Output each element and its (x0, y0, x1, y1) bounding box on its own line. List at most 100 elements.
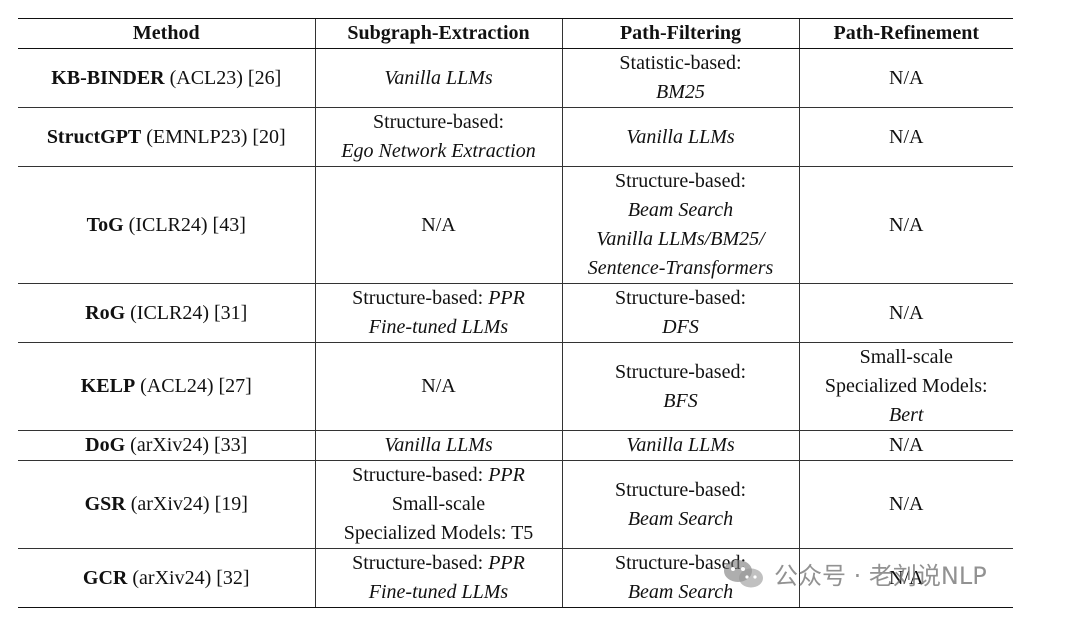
cell-path-refinement: N/A (798, 460, 1013, 549)
header-path-filtering: Path-Filtering (561, 18, 799, 49)
cell-subgraph-extraction: Vanilla LLMs (314, 430, 562, 461)
method-venue-ref: (ACL23) [26] (164, 66, 282, 89)
cell-line: Fine-tuned LLMs (320, 578, 558, 607)
cell-line: Vanilla LLMs (320, 64, 558, 93)
table-row: StructGPT (EMNLP23) [20]Structure-based:… (18, 107, 1013, 167)
cell-text: PPR (488, 464, 525, 486)
cell-text: DFS (662, 316, 699, 338)
header-path-refinement: Path-Refinement (798, 18, 1013, 49)
cell-text: N/A (889, 566, 924, 589)
cell-text: Structure-based: (614, 360, 747, 383)
cell-path-filtering: Structure-based: Beam Search (561, 460, 799, 549)
cell-line: N/A (804, 64, 1010, 93)
method-name: KB-BINDER (51, 66, 165, 89)
cell-text: N/A (889, 125, 924, 148)
cell-text: BFS (663, 389, 698, 412)
cell-path-refinement: N/A (798, 48, 1013, 108)
cell-text: Specialized Models: T5 (343, 522, 534, 544)
cell-subgraph-extraction: Vanilla LLMs (314, 48, 562, 108)
cell-text: Small-scale (859, 346, 953, 368)
cell-line: Vanilla LLMs/BM25/ (567, 225, 795, 254)
cell-path-refinement: N/A (798, 107, 1013, 167)
cell-text: Structure-based: (372, 111, 505, 133)
cell-text: Sentence-Transformers (587, 257, 774, 279)
cell-line: N/A (804, 123, 1010, 152)
table-row: GCR (arXiv24) [32] Structure-based: PPR Fi… (18, 548, 1013, 608)
cell-method: StructGPT (EMNLP23) [20] (18, 107, 315, 167)
cell-line: DFS (567, 313, 795, 342)
cell-text: Structure-based: (352, 287, 489, 309)
cell-method: GSR (arXiv24) [19] (18, 460, 315, 549)
cell-text: Fine-tuned LLMs (368, 581, 509, 603)
method-venue-ref: (arXiv24) [19] (125, 493, 248, 515)
cell-text: Fine-tuned LLMs (368, 316, 509, 338)
cell-line: Structure-based: (320, 108, 558, 137)
cell-text: Specialized Models: (824, 375, 988, 397)
cell-text: N/A (421, 213, 456, 236)
cell-line: N/A (804, 211, 1010, 240)
cell-text: Beam Search (627, 581, 734, 603)
cell-line: BFS (567, 387, 795, 416)
cell-text: Structure-based: (352, 464, 489, 486)
method-venue-ref: (ACL24) [27] (135, 375, 252, 397)
cell-line: Specialized Models: T5 (320, 519, 558, 548)
watermark-text: 公众号 · 老刘说NLP (774, 562, 987, 590)
cell-text: Ego Network Extraction (341, 140, 536, 162)
cell-line: Structure-based: (567, 549, 795, 578)
cell-path-refinement: N/A (798, 283, 1013, 343)
cell-line: Structure-based: PPR (320, 549, 558, 578)
method-venue-ref: (EMNLP23) [20] (141, 125, 286, 148)
table-row: DoG (arXiv24) [33] Vanilla LLMs Vanilla LL… (18, 430, 1013, 461)
cell-path-filtering: Vanilla LLMs (561, 430, 799, 461)
cell-text: Small-scale (391, 493, 486, 515)
cell-line: Specialized Models: (804, 372, 1010, 401)
method-venue-ref: (ICLR24) [43] (123, 213, 246, 236)
cell-line: Vanilla LLMs (567, 431, 795, 460)
cell-text: Vanilla LLMs (626, 434, 735, 456)
cell-text: N/A (889, 434, 924, 456)
cell-line: Vanilla LLMs (567, 123, 795, 152)
cell-method: KELP (ACL24) [27] (18, 342, 315, 431)
cell-text: Vanilla LLMs (384, 434, 493, 456)
header-method: Method (18, 18, 315, 49)
method-name: GSR (84, 493, 126, 515)
cell-text: Structure-based: (614, 287, 747, 309)
table-body: KB-BINDER (ACL23) [26] Vanilla LLMs Statis… (18, 48, 1013, 608)
method-name: GCR (82, 566, 128, 589)
cell-line: Structure-based: (567, 476, 795, 505)
cell-path-refinement: N/A (798, 548, 1013, 608)
cell-method: KB-BINDER (ACL23) [26] (18, 48, 315, 108)
cell-path-refinement: N/A (798, 430, 1013, 461)
cell-subgraph-extraction: Structure-based: Ego Network Extraction (314, 107, 562, 167)
table-row: KB-BINDER (ACL23) [26] Vanilla LLMs Statis… (18, 48, 1013, 108)
method-name: ToG (86, 213, 124, 236)
cell-line: N/A (804, 299, 1010, 328)
cell-line: Beam Search (567, 505, 795, 534)
cell-text: PPR (488, 552, 525, 574)
cell-text: Statistic-based: (619, 52, 742, 74)
cell-text: Structure-based: (614, 552, 747, 574)
cell-line: Small-scale (320, 490, 558, 519)
method-name: DoG (85, 434, 126, 456)
cell-line: Sentence-Transformers (567, 254, 795, 283)
cell-text: Vanilla LLMs (384, 66, 493, 89)
cell-text: Structure-based: (352, 552, 489, 574)
header-row: Method Subgraph-Extraction Path-Filterin… (18, 18, 1013, 49)
method-venue-ref: (arXiv24) [32] (127, 566, 250, 589)
cell-line: Structure-based: (567, 284, 795, 313)
cell-line: Beam Search (567, 578, 795, 607)
cell-text: Structure-based: (614, 170, 747, 192)
cell-line: Structure-based: (567, 358, 795, 387)
cell-text: Vanilla LLMs (626, 125, 735, 148)
cell-path-filtering: Structure-based: DFS (561, 283, 799, 343)
cell-subgraph-extraction: N/A (314, 342, 562, 431)
cell-method: DoG (arXiv24) [33] (18, 430, 315, 461)
cell-text: Structure-based: (614, 478, 747, 501)
cell-path-filtering: Statistic-based:BM25 (561, 48, 799, 108)
cell-text: Bert (889, 404, 924, 426)
cell-line: Structure-based: (567, 167, 795, 196)
